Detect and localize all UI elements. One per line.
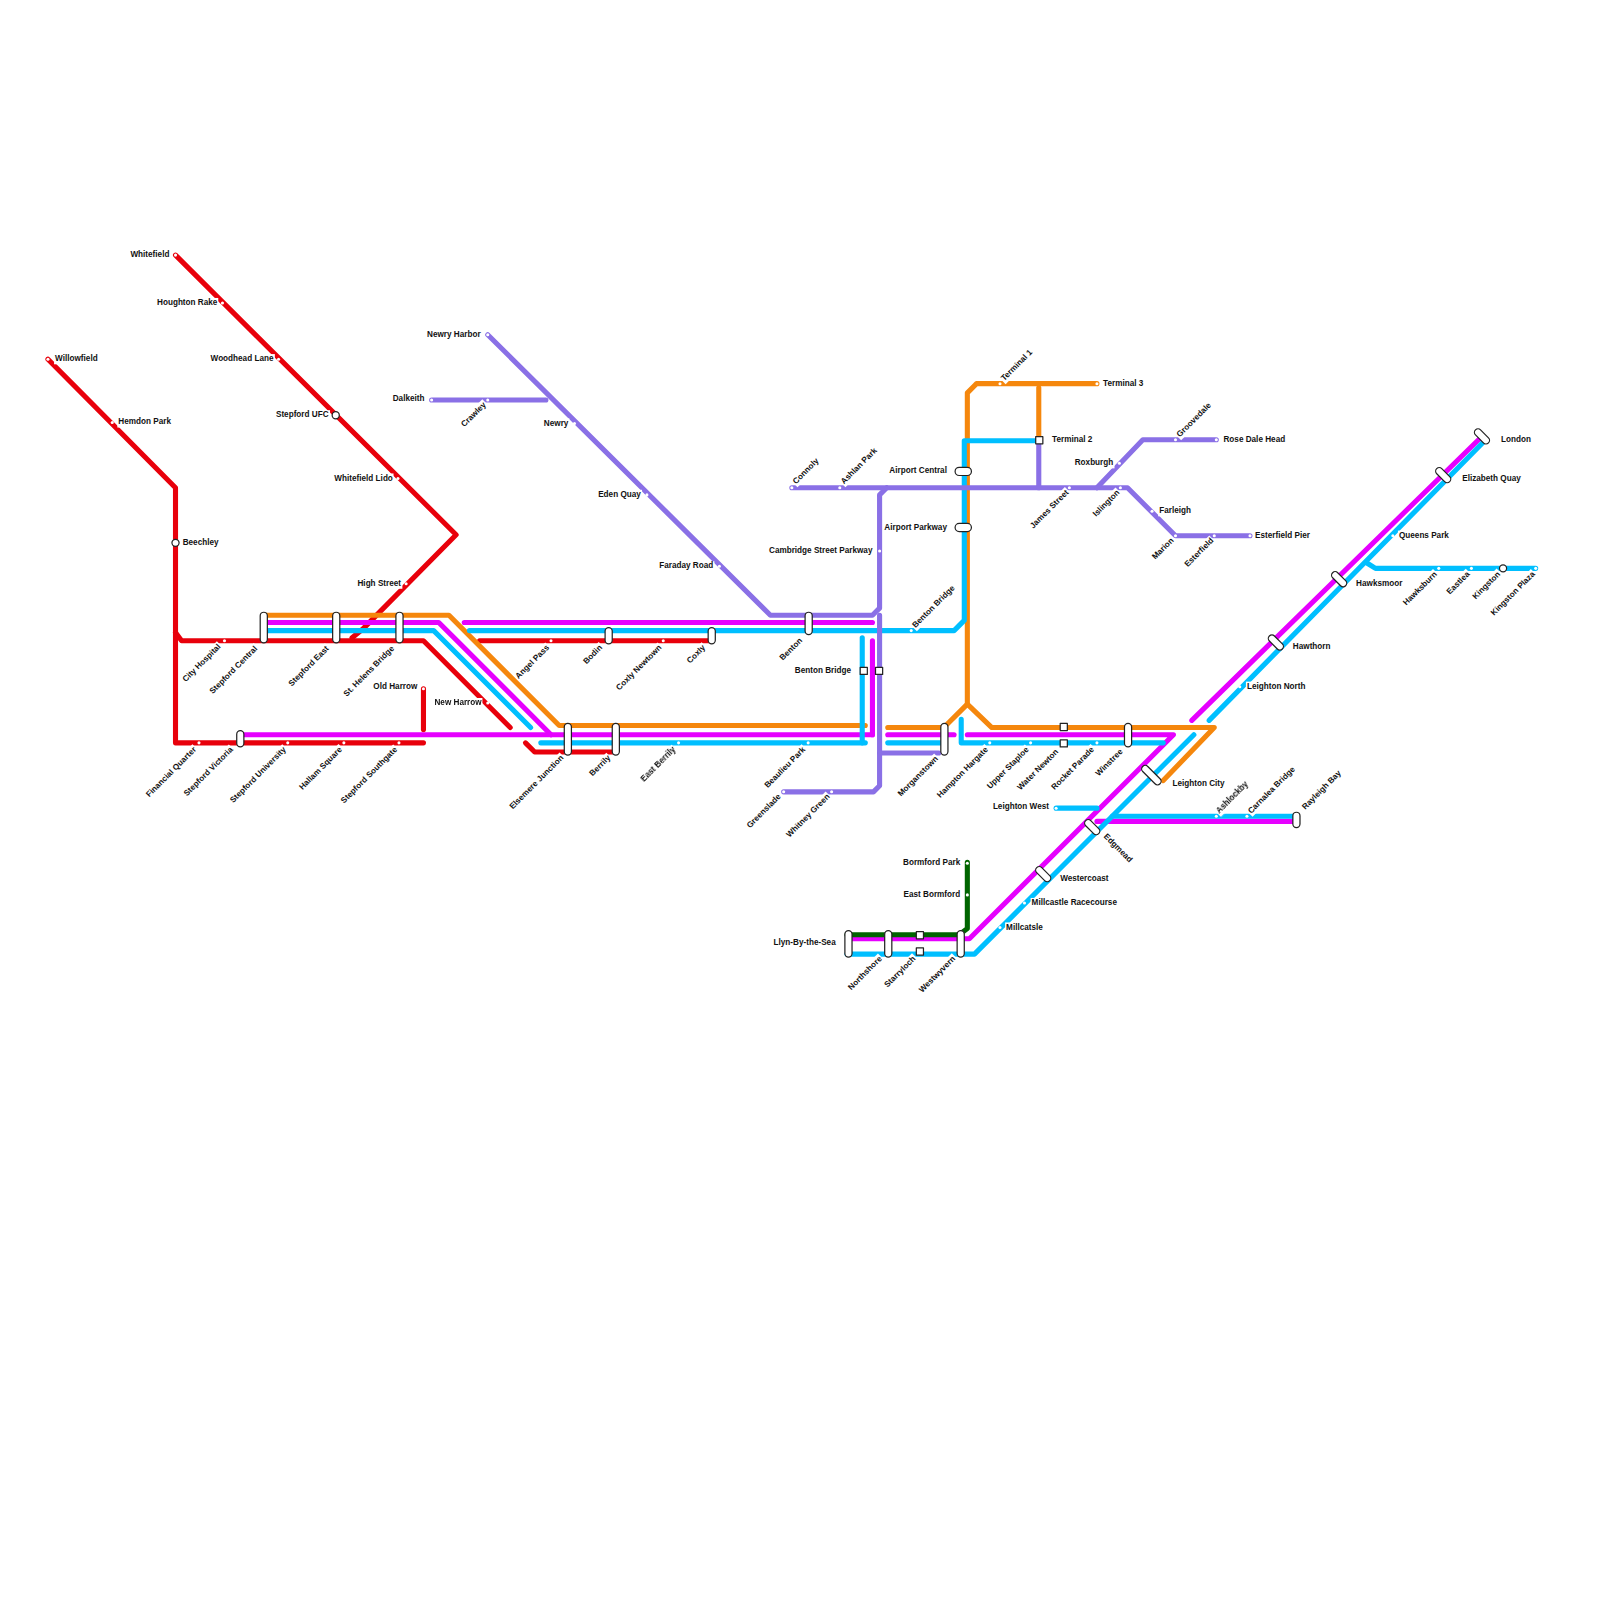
station-label: Eden Quay xyxy=(597,490,642,500)
station-label: Hawthorn xyxy=(1292,642,1332,652)
station-label: Westercoast xyxy=(1059,873,1109,883)
station-label: Carnalea Bridge xyxy=(1245,764,1298,817)
station-label: Millcastle Racecourse xyxy=(1031,898,1118,908)
station-label: Elizabeth Quay xyxy=(1461,473,1522,483)
station-label: Roxburgh xyxy=(1074,458,1115,468)
station-label: Hemdon Park xyxy=(117,417,172,427)
station-label: Westwyvern xyxy=(916,954,958,996)
station-label: Coxly Newtown xyxy=(614,642,665,693)
station-label: Stepford University xyxy=(227,744,289,806)
station-label: Newry Harbor xyxy=(426,330,482,340)
station-label: Groovedale xyxy=(1174,400,1214,440)
station-label: Angel Pass xyxy=(513,642,553,682)
station-label: East Bormford xyxy=(902,890,961,900)
station-label: Bodin xyxy=(581,642,606,667)
red-line xyxy=(48,255,711,752)
station-label: Marion xyxy=(1149,535,1177,563)
station-label: Esterfield xyxy=(1182,535,1217,570)
purple-line xyxy=(432,335,1250,792)
station-label: Leighton West xyxy=(992,802,1050,812)
station-label: Llyn-By-the-Sea xyxy=(773,938,837,948)
station-label: Whitney Green xyxy=(784,791,833,840)
station-label: Greenslade xyxy=(744,791,784,831)
station-label: Northshore xyxy=(845,954,885,994)
station-label: London xyxy=(1500,435,1532,445)
station-label: Hallam Square xyxy=(297,744,346,793)
station-label: Dalkeith xyxy=(392,394,426,404)
station-label: Newry xyxy=(543,418,570,428)
station-label: Whitefield xyxy=(129,250,170,260)
station-label: New Harrow xyxy=(433,698,482,708)
station-label: James Street xyxy=(1027,487,1072,532)
station-label: Airport Central xyxy=(888,466,948,476)
green-line xyxy=(847,862,967,934)
station-label: Willowfield xyxy=(54,354,99,364)
station-label: Leighton City xyxy=(1171,779,1225,789)
station-label: Kingston xyxy=(1470,569,1504,603)
station-label: Stepford East xyxy=(286,643,332,689)
station-label: Winstree xyxy=(1093,746,1126,779)
station-label: Hampton Hargate xyxy=(935,744,992,801)
station-label: Leighton North xyxy=(1246,682,1307,692)
station-label: Millcatsle xyxy=(1005,922,1044,932)
station-label: Crawley xyxy=(459,399,490,430)
station-label: Starryloch xyxy=(882,954,919,991)
station-label: Beaulieu Park xyxy=(762,744,809,791)
station-label: Terminal 2 xyxy=(1051,435,1093,445)
station-label: Benton Bridge xyxy=(910,583,958,631)
station-label: Terminal 3 xyxy=(1102,379,1144,389)
station-label: Woodhead Lane xyxy=(210,354,275,364)
station-label: Benton xyxy=(777,635,806,664)
station-label: Islington xyxy=(1090,487,1123,520)
station-label: Hawksburn xyxy=(1401,569,1441,609)
station-label: Houghton Rake xyxy=(156,298,218,308)
station-label: Terminal 1 xyxy=(998,347,1035,384)
station-label: Hawksmoor xyxy=(1355,579,1403,589)
station-label: Esterfield Pier xyxy=(1254,531,1311,541)
station-label: Eastlea xyxy=(1444,569,1473,598)
station-label: East Berrily xyxy=(638,744,679,785)
station-label: Rayleigh Bay xyxy=(1299,768,1344,813)
station-label: High Street xyxy=(356,579,402,589)
station-label: Ashlan Park xyxy=(838,445,880,487)
station-label: Elsemere Junction xyxy=(507,753,567,813)
station-label: Faraday Road xyxy=(658,561,714,571)
station-label: Bormford Park xyxy=(902,858,961,868)
station-label: Queens Park xyxy=(1398,531,1450,541)
station-label: Rose Dale Head xyxy=(1222,435,1286,445)
station-label: Old Harrow xyxy=(372,682,418,692)
station-label: Stepford Southgate xyxy=(338,744,400,806)
magenta-line xyxy=(240,437,1482,939)
station-label: Coxly xyxy=(684,642,708,666)
station-label: Cambridge Street Parkway xyxy=(768,546,873,556)
station-label: Farleigh xyxy=(1158,506,1192,516)
station-label: Stepford UFC xyxy=(275,410,330,420)
cyan-line xyxy=(263,441,1535,954)
interchange-markers xyxy=(172,412,1507,957)
station-label: Whitefield Lido xyxy=(333,473,394,483)
station-dots xyxy=(46,254,1537,930)
station-label: Berrily xyxy=(587,753,614,780)
station-label: Beechley xyxy=(182,538,220,548)
station-label: Benton Bridge xyxy=(794,666,852,676)
station-label: Connoly xyxy=(790,456,822,488)
station-label: Airport Parkway xyxy=(883,522,948,532)
station-label: Edgmead xyxy=(1100,831,1135,866)
